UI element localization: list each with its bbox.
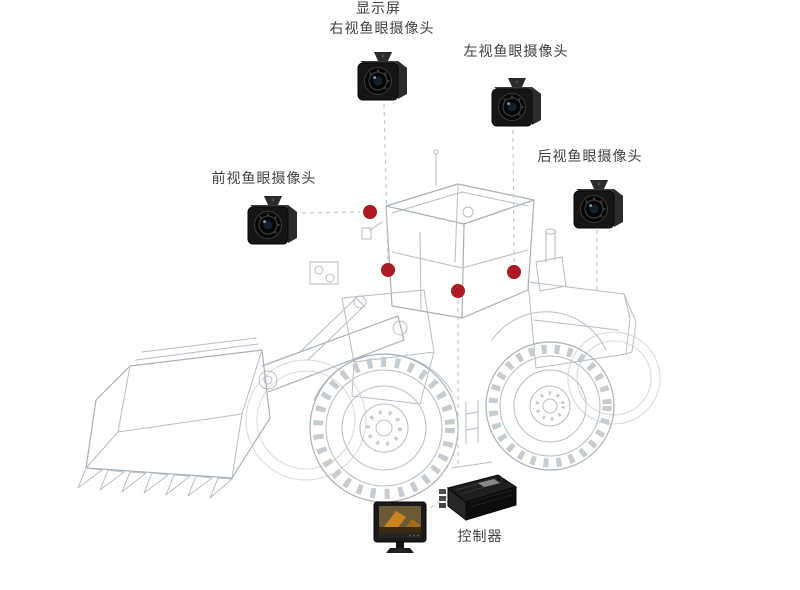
monitor-photo-instance bbox=[373, 501, 427, 554]
mount-point-dot-right bbox=[381, 263, 395, 277]
loader-wireframe bbox=[77, 149, 661, 503]
connector-right-camera bbox=[383, 103, 389, 262]
connector-front-camera bbox=[301, 211, 361, 214]
label-display: 显示屏 bbox=[356, 0, 401, 16]
far-wheels bbox=[245, 331, 661, 481]
label-left-camera: 左视鱼眼摄像头 bbox=[463, 43, 569, 59]
rear-body bbox=[491, 228, 637, 369]
label-controller: 控制器 bbox=[457, 528, 503, 544]
connectors bbox=[301, 103, 598, 513]
mount-point-dot-left bbox=[507, 265, 521, 279]
rear-wheel bbox=[485, 341, 615, 471]
mount-markers bbox=[363, 205, 521, 298]
mount-point-dot-center bbox=[451, 284, 465, 298]
connector-left-camera bbox=[512, 129, 515, 264]
mount-point-dot-front bbox=[363, 205, 377, 219]
right-fisheye-camera-photo bbox=[357, 51, 408, 101]
cab bbox=[361, 149, 535, 319]
label-front-camera: 前视鱼眼摄像头 bbox=[211, 170, 317, 186]
left-fisheye-camera-photo bbox=[491, 77, 542, 127]
front-fisheye-camera-photo bbox=[247, 195, 298, 245]
lift-arm bbox=[258, 295, 408, 393]
rear-fisheye-camera-photo bbox=[573, 179, 624, 229]
controller-box-photo-instance bbox=[438, 474, 517, 521]
bucket bbox=[77, 337, 271, 499]
label-right-camera: 右视鱼眼摄像头 bbox=[329, 20, 435, 36]
front-wheel bbox=[309, 353, 459, 503]
label-rear-camera: 后视鱼眼摄像头 bbox=[537, 148, 643, 164]
